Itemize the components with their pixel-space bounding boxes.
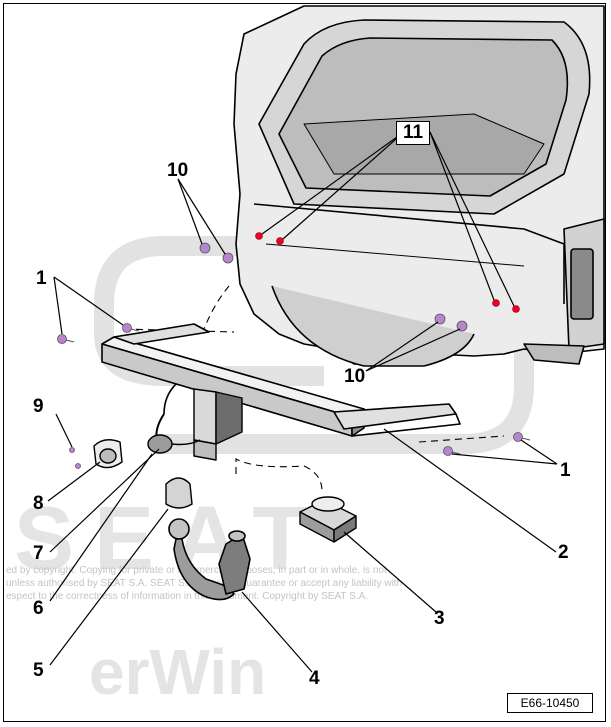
callout-1-right: 1 — [560, 460, 571, 481]
callout-10-bottom: 10 — [344, 366, 365, 387]
callout-3: 3 — [434, 608, 445, 629]
callout-1-left: 1 — [36, 268, 47, 289]
callout-10-top: 10 — [167, 160, 188, 181]
marker-icon — [512, 305, 520, 313]
marker-dots — [255, 232, 520, 313]
ball-hitch — [168, 518, 251, 601]
callout-4: 4 — [309, 668, 320, 689]
bolt-icon — [434, 313, 446, 325]
marker-icon — [255, 232, 263, 240]
coupling-lock-unit — [299, 496, 357, 543]
hidden-contour-lines — [123, 285, 505, 492]
app-watermark: erWin — [89, 636, 266, 708]
bolts — [57, 242, 523, 469]
bolt-icon — [456, 320, 468, 332]
cross-member — [101, 323, 461, 437]
callout-8: 8 — [33, 493, 44, 514]
bolt-icon — [69, 447, 75, 453]
leader-lines — [47, 131, 558, 673]
callout-6: 6 — [33, 598, 44, 619]
bolt-icon — [513, 432, 523, 442]
bolt-icon — [57, 334, 67, 344]
marker-icon — [492, 299, 500, 307]
callout-9: 9 — [33, 396, 44, 417]
protective-cap — [165, 477, 193, 509]
trailer-socket — [93, 413, 201, 469]
bolt-icon — [443, 446, 453, 456]
callout-numbers: 1 10 10 1 2 3 4 5 6 7 8 9 — [33, 160, 571, 689]
vehicle-rear-body — [233, 5, 605, 367]
bolt-icon — [122, 323, 132, 333]
diagram-frame: SEAT erWin ed by copyright. Copying for … — [3, 3, 606, 722]
bolt-shanks — [65, 328, 531, 455]
callout-7: 7 — [33, 543, 44, 564]
callout-2: 2 — [558, 542, 569, 563]
tow-bar-assembly-illustration: SEAT erWin ed by copyright. Copying for … — [6, 5, 605, 708]
bolt-icon — [222, 252, 234, 264]
figure-id-label: E66-10450 — [507, 693, 593, 713]
socket-bracket — [163, 383, 243, 461]
bolt-icon — [199, 242, 211, 254]
callout-11: 11 — [396, 121, 430, 145]
bolt-icon — [75, 463, 81, 469]
marker-icon — [276, 237, 284, 245]
copyright-line-3: espect to the correctness of information… — [6, 591, 368, 602]
callout-5: 5 — [33, 660, 44, 681]
